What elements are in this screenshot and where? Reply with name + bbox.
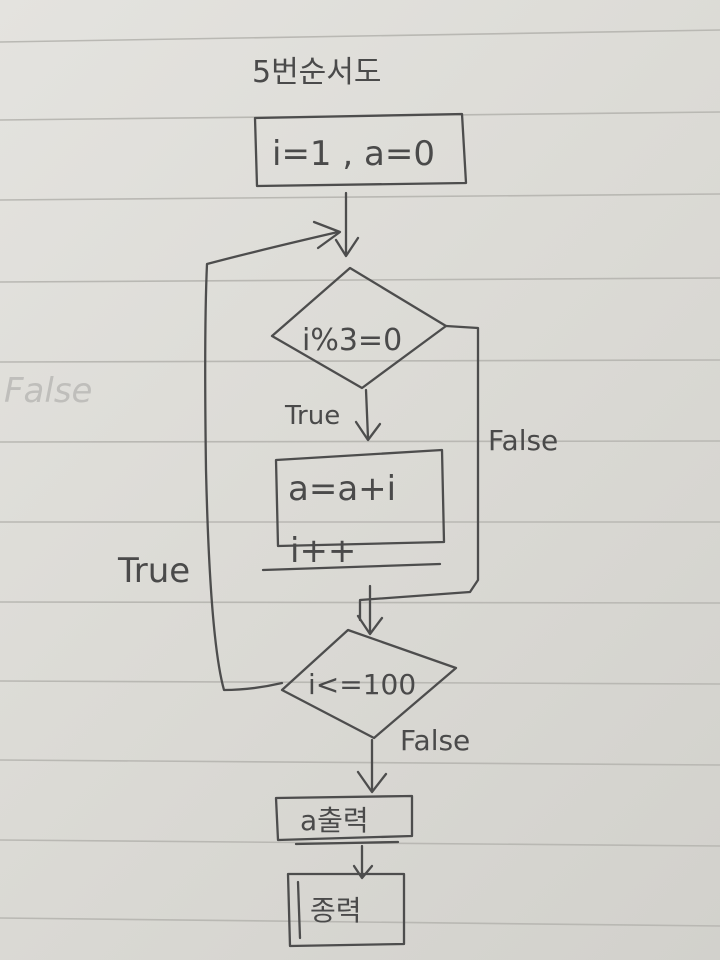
false-1-label: False — [488, 424, 558, 457]
end-box-inner-line — [296, 880, 302, 940]
end-arrow-head — [352, 864, 374, 880]
start-box-label: i=1 , a=0 — [272, 134, 435, 174]
bleed-through-text: False — [4, 371, 92, 411]
ruled-lines — [0, 29, 720, 927]
loop-back-arrow-head — [312, 220, 342, 250]
process-box — [274, 448, 446, 548]
loop-true-label: True — [117, 551, 190, 591]
process-line-1: a=a+i — [288, 469, 396, 509]
decision-1-label: i%3=0 — [302, 323, 402, 358]
output-box-label: a출력 — [300, 804, 369, 837]
output-underline — [294, 840, 400, 846]
true-1-arrow-head — [354, 420, 382, 442]
start-box — [253, 112, 468, 188]
output-box — [274, 794, 414, 842]
decision-diamond-1 — [270, 266, 448, 390]
to-decision-2-arrow-head — [356, 614, 384, 636]
false-2-arrow-head — [356, 770, 388, 794]
loop-back-line — [204, 230, 340, 692]
start-arrow-head — [334, 236, 360, 258]
process-underline — [261, 562, 442, 572]
process-line-2: i++ — [290, 531, 356, 571]
end-box — [286, 872, 406, 948]
decision-2-label: i<=100 — [308, 668, 416, 701]
false-2-label: False — [400, 724, 470, 757]
decision-diamond-2 — [280, 628, 458, 740]
true-1-label: True — [284, 401, 340, 431]
page-title: 5번순서도 — [252, 55, 382, 90]
end-box-label: 종력 — [310, 894, 362, 927]
false-1-path — [358, 324, 480, 622]
true-1-arrow-line — [364, 388, 370, 440]
